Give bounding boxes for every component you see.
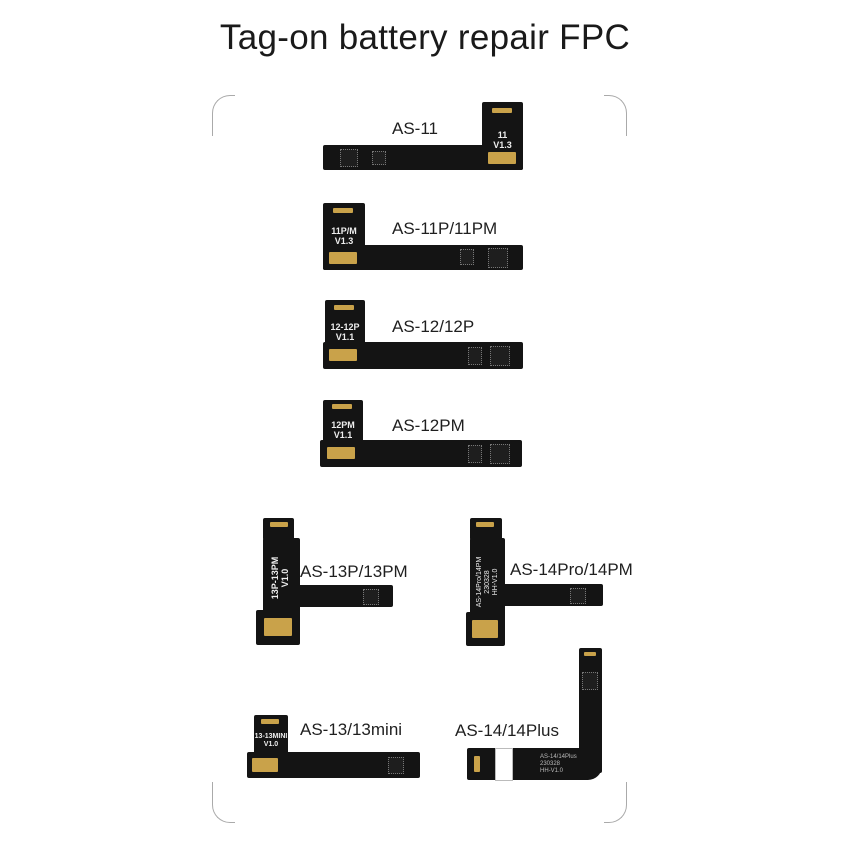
frame-corner-bottom-right — [604, 782, 627, 823]
board-label: AS-11P/11PM — [392, 219, 498, 238]
board-label: AS-13/13mini — [300, 720, 403, 739]
frame-corner-top-left — [212, 95, 235, 136]
frame-corner-bottom-left — [212, 782, 235, 823]
board-label: AS-11 — [392, 119, 438, 138]
board-label: AS-12PM — [392, 416, 465, 435]
board-label: AS-14Pro/14PM — [510, 560, 633, 579]
board-label: AS-13P/13PM — [300, 562, 408, 581]
board-label: AS-14/14Plus — [455, 721, 559, 740]
page-title: Tag-on battery repair FPC — [219, 18, 631, 57]
board-label: AS-12/12P — [392, 317, 475, 336]
frame-corner-top-right — [604, 95, 627, 136]
